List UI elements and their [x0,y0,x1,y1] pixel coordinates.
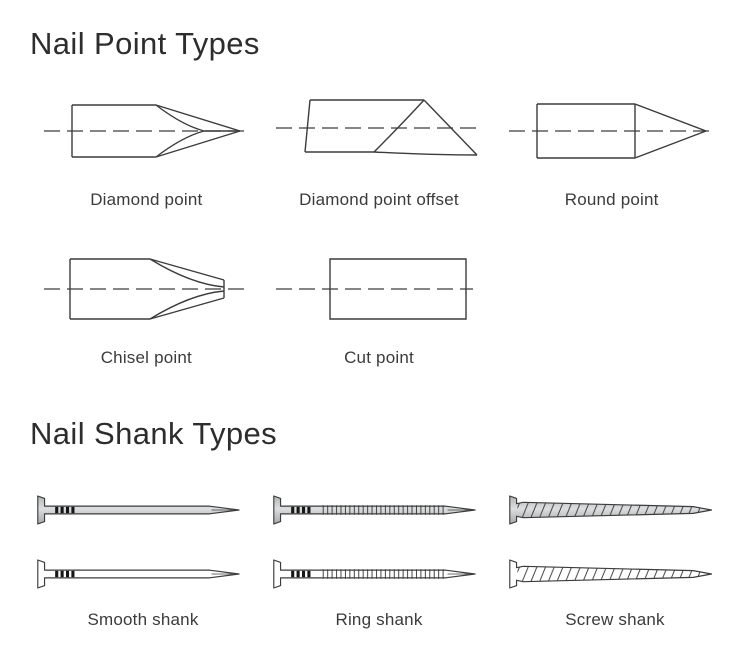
screw-shank-label: Screw shank [565,610,665,629]
round-point-diagram [509,103,715,159]
points-section-title: Nail Point Types [30,26,260,61]
chisel-point-figure: Chisel point [30,250,263,368]
diamond-point-label: Diamond point [90,190,203,209]
shanks-section-title: Nail Shank Types [30,416,278,451]
diamond-point-diagram [43,104,249,158]
cut-point-figure: Cut point [263,250,496,368]
ring-shank-figure: Ring shank [266,492,492,630]
screw-shank-nail-filled [504,492,726,528]
shanks-row: Smooth shank Ring shank Screw shank [30,492,728,630]
chisel-point-label: Chisel point [100,348,192,367]
cut-point-diagram [276,258,474,320]
smooth-shank-nail-outline [32,556,254,592]
diamond-point-figure: Diamond point [30,92,263,210]
screw-shank-nail-outline [504,556,726,592]
chisel-point-diagram [43,258,249,320]
round-point-label: Round point [564,190,659,209]
ring-shank-nail-outline [268,556,490,592]
smooth-shank-figure: Smooth shank [30,492,256,630]
smooth-shank-label: Smooth shank [87,610,199,629]
diamond-point-offset-diagram [276,99,482,156]
screw-shank-figure: Screw shank [502,492,728,630]
round-point-figure: Round point [495,92,728,210]
ring-shank-nail-filled [268,492,490,528]
points-row-1: Diamond point Diamond point offset Round… [30,92,728,210]
points-row-2: Chisel point Cut point [30,250,728,368]
cut-point-label: Cut point [344,348,414,367]
diamond-point-offset-label: Diamond point offset [299,190,459,209]
diamond-point-offset-figure: Diamond point offset [263,92,496,210]
ring-shank-label: Ring shank [335,610,423,629]
smooth-shank-nail-filled [32,492,254,528]
